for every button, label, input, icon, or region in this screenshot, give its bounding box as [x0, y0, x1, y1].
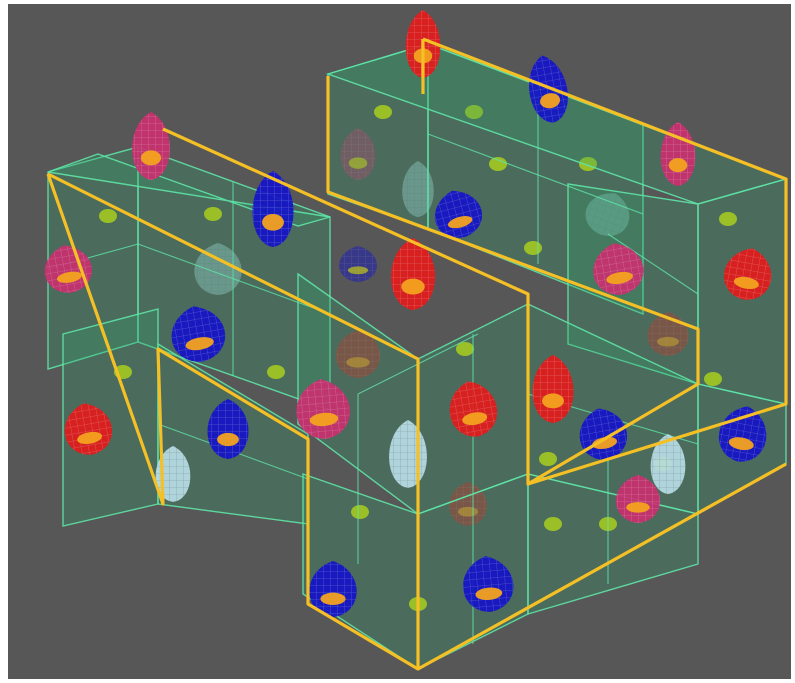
- orange-core-22: [542, 393, 564, 408]
- orange-core-3: [262, 214, 284, 231]
- yellow-core-14: [348, 266, 368, 274]
- crystal-structure-render: [8, 4, 791, 679]
- orange-core-25: [626, 502, 650, 513]
- orange-core-27: [320, 593, 345, 605]
- 3d-viewport: [8, 4, 791, 679]
- orange-core-8: [669, 158, 687, 172]
- orange-core-13: [401, 279, 425, 295]
- orange-core-17: [217, 433, 239, 446]
- orange-core-2: [141, 150, 161, 165]
